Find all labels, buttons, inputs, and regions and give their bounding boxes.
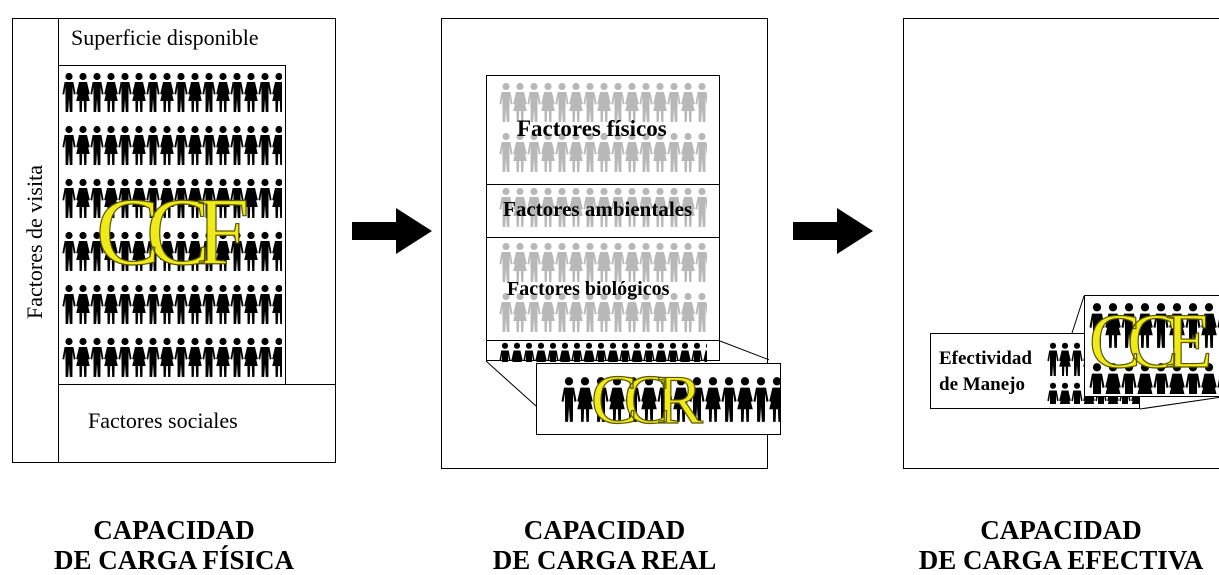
right-arrow-icon [793,208,873,259]
real-capacity-caption: CAPACIDAD DE CARGA REAL [441,515,768,575]
ccf-acronym: CCF [95,178,250,285]
crowd-icon-grid [62,72,282,382]
effectiveness-label-line1: Efectividad [939,348,1032,369]
light-crowd-icons [499,242,707,338]
physical-crowd-box: CCF [58,65,286,385]
effective-capacity-panel: Efectividad de Manejo CCE [903,18,1219,469]
side-column-divider [58,19,59,462]
caption-line-1: CAPACIDAD [93,515,255,545]
right-arrow-icon [352,208,432,259]
dark-crowd-strip [499,342,707,362]
visit-factors-label: Factores de visita [22,165,47,319]
caption-line-1: CAPACIDAD [980,515,1142,545]
physical-capacity-caption: CAPACIDAD DE CARGA FÍSICA [12,515,336,575]
factor-bands: Factores físicos Factores ambientales Fa… [486,75,720,362]
dark-crowd-icons [1089,302,1219,394]
caption-line-2: DE CARGA REAL [492,545,717,575]
physical-factors-band: Factores físicos [487,76,719,185]
physical-factors-label: Factores físicos [517,116,667,141]
dark-crowd-icons [561,376,780,426]
projection-lines [485,340,769,407]
projection-lines [1071,295,1219,410]
effectiveness-label-line2: de Manejo [939,374,1026,395]
real-capacity-panel: Factores físicos Factores ambientales Fa… [441,18,781,469]
light-crowd-icons [499,82,707,182]
available-surface-label: Superficie disponible [71,25,259,50]
physical-capacity-panel: Superficie disponible Factores de visita… [12,18,336,463]
cce-acronym: CCE [1088,297,1213,384]
social-factors-label: Factores sociales [88,408,238,433]
environmental-factors-band: Factores ambientales [487,185,719,238]
caption-line-2: DE CARGA FÍSICA [53,545,295,575]
social-factors-divider [58,384,335,385]
effective-capacity-caption: CAPACIDAD DE CARGA EFECTIVA [903,515,1219,575]
biological-factors-band: Factores biológicos [487,238,719,341]
cce-result-box: CCE [1084,295,1219,397]
ccr-result-box: CCR [536,363,781,435]
caption-line-2: DE CARGA EFECTIVA [918,545,1204,575]
caption-line-1: CAPACIDAD [523,515,686,545]
light-crowd-icons [499,187,707,235]
ccr-acronym: CCR [590,363,703,435]
environmental-factors-label: Factores ambientales [503,197,693,221]
biological-factors-label: Factores biológicos [507,278,670,300]
